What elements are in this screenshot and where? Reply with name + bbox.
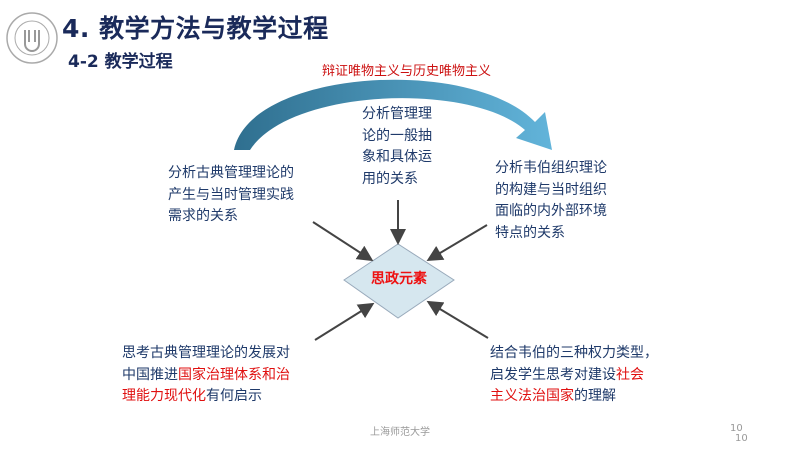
arrow-bottom-left xyxy=(314,302,375,341)
line: 主义法治国家的理解 xyxy=(490,386,658,408)
text: 有何启示 xyxy=(206,388,262,404)
line: 理能力现代化有何启示 xyxy=(122,386,290,408)
page-number: 10 xyxy=(735,433,748,444)
line: 象和具体运 xyxy=(362,149,432,165)
highlight: 社会 xyxy=(616,366,644,383)
center-diamond xyxy=(343,243,455,319)
line: 特点的关系 xyxy=(495,224,565,241)
text-bottom-left: 思考古典管理理论的发展对 中国推进国家治理体系和治 理能力现代化有何启示 xyxy=(122,343,290,408)
line: 分析管理理 xyxy=(362,106,432,122)
highlight: 国家治理体系和治 xyxy=(178,366,290,383)
text: 启发学生思考对建设 xyxy=(490,366,616,383)
line: 产生与当时管理实践 xyxy=(168,186,294,203)
text-bottom-right: 结合韦伯的三种权力类型， 启发学生思考对建设社会 主义法治国家的理解 xyxy=(490,343,658,408)
text-top-middle: 分析管理理 论的一般抽 象和具体运 用的关系 xyxy=(362,104,432,190)
line: 面临的内外部环境 xyxy=(495,203,607,219)
university-logo xyxy=(6,12,58,64)
text-top-left: 分析古典管理理论的 产生与当时管理实践 需求的关系 xyxy=(168,163,294,228)
slide-title: 4. 教学方法与教学过程 xyxy=(62,14,329,43)
highlight: 理能力现代化 xyxy=(122,388,206,404)
line: 启发学生思考对建设社会 xyxy=(490,365,658,387)
line: 分析古典管理理论的 xyxy=(168,165,294,181)
text-top-right: 分析韦伯组织理论 的构建与当时组织 面临的内外部环境 特点的关系 xyxy=(495,158,607,244)
footer-school: 上海师范大学 xyxy=(370,427,430,438)
text: 的理解 xyxy=(574,388,616,404)
arc-label: 辩证唯物主义与历史唯物主义 xyxy=(322,64,492,79)
line: 论的一般抽 xyxy=(362,127,432,144)
highlight: 主义法治国家 xyxy=(490,388,574,404)
line: 分析韦伯组织理论 xyxy=(495,160,607,176)
line: 用的关系 xyxy=(362,170,418,187)
arrow-top-left xyxy=(312,221,374,262)
line: 结合韦伯的三种权力类型， xyxy=(490,345,658,361)
arrow-bottom-right xyxy=(426,300,489,339)
line: 的构建与当时组织 xyxy=(495,181,607,198)
center-label: 思政元素 xyxy=(371,271,427,287)
text: 中国推进 xyxy=(122,366,178,383)
page-number: 10 xyxy=(730,423,743,434)
line: 中国推进国家治理体系和治 xyxy=(122,365,290,387)
curved-arrow xyxy=(234,79,552,150)
line: 需求的关系 xyxy=(168,208,238,224)
slide-subtitle: 4-2 教学过程 xyxy=(68,52,173,72)
line: 思考古典管理理论的发展对 xyxy=(122,345,290,361)
arrow-top-right xyxy=(426,224,488,262)
